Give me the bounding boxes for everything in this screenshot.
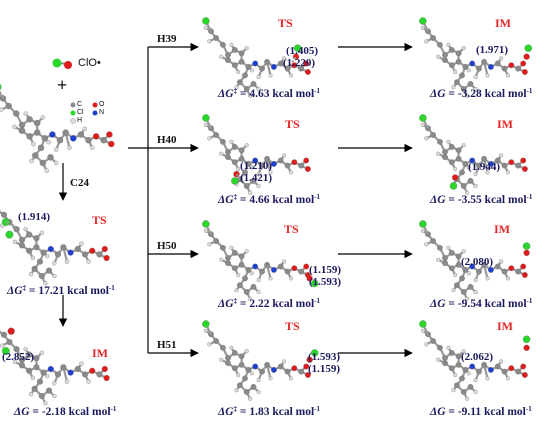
dist-h40-im: (1.944)	[468, 161, 501, 173]
h50-im-molecule	[419, 220, 531, 301]
dist-h51-ts-2: (1.159)	[308, 363, 341, 375]
legend-hydrogen: H	[77, 117, 83, 124]
tag-c24-ts: TS	[92, 213, 107, 227]
tag-h39-ts: TS	[278, 16, 293, 30]
dg-h51-ts: ΔG‡ = 1.83 kcal mol-1	[218, 405, 321, 418]
dist-h39-ts-2: (1.220)	[283, 57, 316, 69]
dg-c24-ts: ΔG‡ = 17.21 kcal mol-1	[7, 284, 115, 297]
legend-carbon: C	[77, 101, 83, 108]
tag-c24-im: IM	[92, 346, 108, 360]
dg-h39-im: ΔG = -3.28 kcal mol-1	[430, 87, 533, 100]
dist-c24-ts: (1.914)	[18, 211, 51, 223]
tag-h51-im: IM	[497, 319, 513, 333]
dg-h50-im: ΔG = -9.54 kcal mol-1	[430, 297, 533, 310]
c24-ts-molecule	[0, 209, 110, 286]
h40-ts-molecule	[202, 114, 311, 195]
path-label-c24: C24	[70, 177, 89, 189]
dist-h50-ts-2: (1.593)	[309, 276, 342, 288]
legend-chlorine: Cl	[77, 109, 84, 116]
dist-h50-im: (2.080)	[461, 256, 494, 268]
dg-c24-im: ΔG = -2.18 kcal mol-1	[14, 405, 117, 418]
dist-c24-im: (2.852)	[2, 351, 35, 363]
dist-h51-im: (2.062)	[461, 351, 494, 363]
h51-im-molecule	[419, 320, 531, 401]
legend-nitrogen: N	[99, 109, 105, 116]
atom-legend-dots	[70, 102, 98, 124]
dist-h39-ts-1: (1.405)	[286, 45, 319, 57]
ts-to-im-arrows	[338, 42, 413, 358]
path-label-h40: H40	[157, 134, 177, 146]
radical-label: ClO•	[78, 57, 101, 69]
dist-h50-ts-1: (1.159)	[309, 264, 342, 276]
dist-h39-im: (1.971)	[476, 44, 509, 56]
dg-h39-ts: ΔG‡ = 4.63 kcal mol-1	[218, 87, 321, 100]
tag-h40-ts: TS	[285, 117, 300, 131]
h39-ts-molecule	[202, 17, 311, 98]
tag-h51-ts: TS	[285, 319, 300, 333]
dg-h40-im: ΔG = -3.55 kcal mol-1	[430, 193, 533, 206]
dist-h51-ts-1: (1.593)	[308, 351, 341, 363]
path-label-h39: H39	[157, 33, 177, 45]
tag-h50-ts: TS	[284, 222, 299, 236]
clo-radical-molecule	[52, 58, 72, 69]
dg-h50-ts: ΔG‡ = 2.22 kcal mol-1	[218, 297, 321, 310]
molecule-structures	[0, 17, 533, 406]
dg-h40-ts: ΔG‡ = 4.66 kcal mol-1	[218, 193, 321, 206]
h50-ts-molecule	[202, 220, 319, 301]
branch-connector	[128, 42, 199, 358]
tag-h50-im: IM	[494, 222, 510, 236]
legend-oxygen: O	[99, 101, 105, 108]
h51-ts-molecule	[202, 320, 319, 401]
reactant-molecule	[0, 83, 115, 173]
tag-h39-im: IM	[495, 16, 511, 30]
tag-h40-im: IM	[497, 117, 513, 131]
h40-im-molecule	[419, 114, 528, 195]
plus-sign: +	[57, 75, 68, 95]
path-label-h51: H51	[157, 339, 177, 351]
dist-h40-ts-1: (1.210)	[240, 160, 273, 172]
h39-im-molecule	[419, 17, 533, 98]
dg-h51-im: ΔG = -9.11 kcal mol-1	[430, 405, 532, 418]
c24-im-molecule	[0, 327, 110, 406]
path-label-h50: H50	[157, 240, 177, 252]
dist-h40-ts-2: (1.421)	[240, 172, 273, 184]
